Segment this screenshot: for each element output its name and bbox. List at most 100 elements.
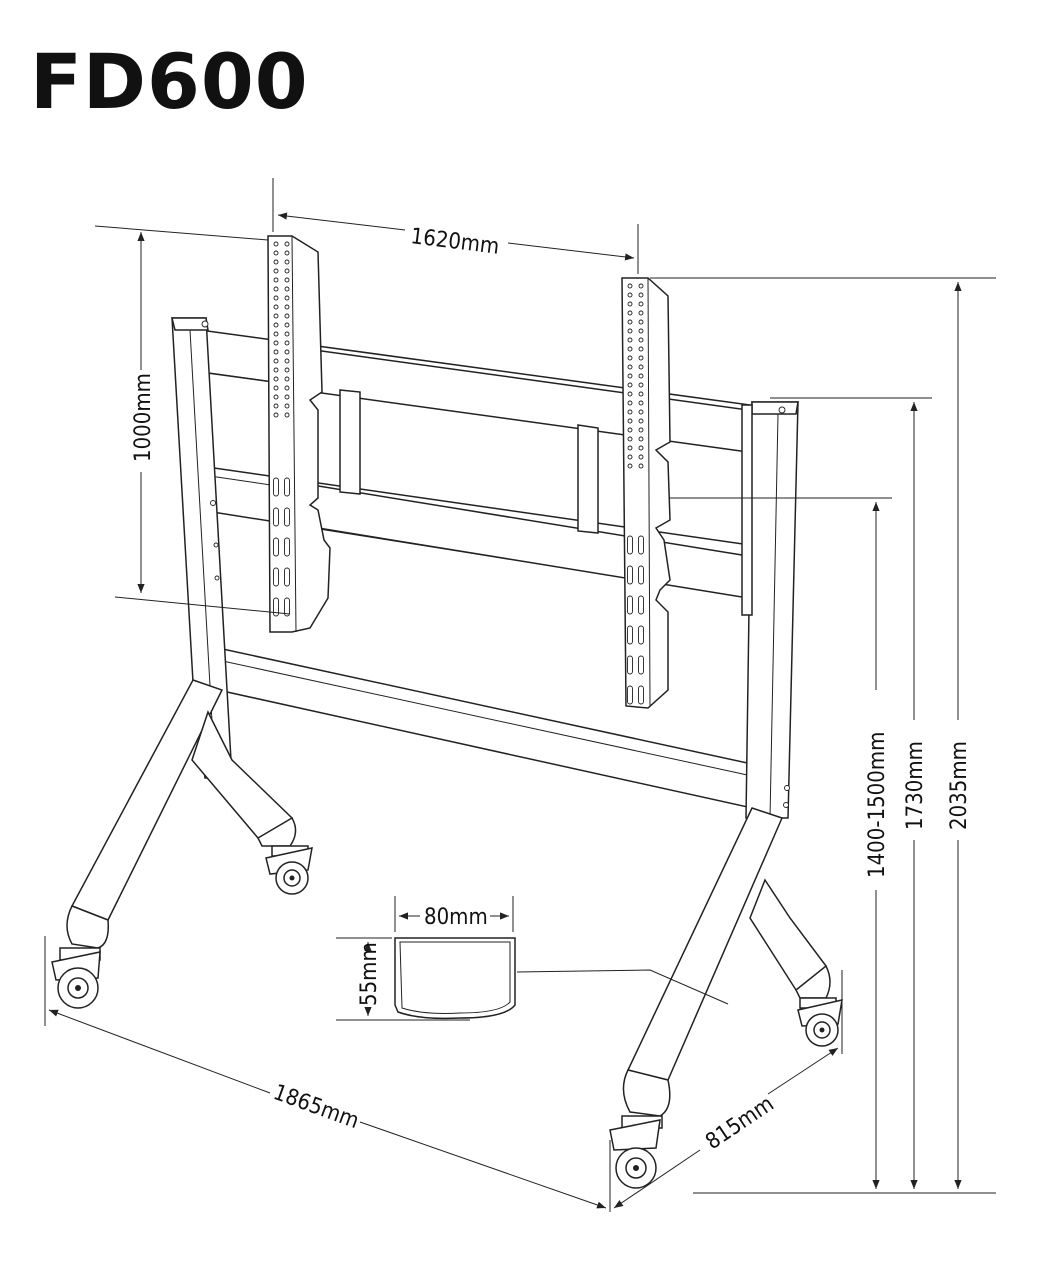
caster-back-left	[265, 845, 313, 895]
caster-back-right	[797, 997, 843, 1047]
bracket-slot	[627, 625, 633, 645]
bracket-hole	[284, 277, 290, 283]
bracket-slot	[284, 507, 290, 527]
bracket-slot	[638, 595, 644, 615]
bracket-slot	[627, 685, 633, 705]
bracket-slot	[638, 625, 644, 645]
bracket-hole	[284, 313, 290, 319]
bracket-hole	[284, 322, 290, 328]
bracket-slot	[627, 535, 633, 555]
bracket-hole	[627, 301, 633, 307]
bracket-hole	[638, 310, 644, 316]
dimension-lines	[44, 178, 996, 1212]
bracket-hole	[638, 418, 644, 424]
bracket-hole	[284, 250, 290, 256]
bracket-hole	[284, 349, 290, 355]
dim-label-mount-width: 1620mm	[409, 224, 500, 260]
dim-label-base-depth: 815mm	[701, 1092, 778, 1155]
caster-front-left	[51, 947, 101, 1009]
bracket-hole	[638, 454, 644, 460]
bracket-hole	[273, 367, 279, 373]
bracket-hole	[284, 268, 290, 274]
bracket-slot	[284, 597, 290, 617]
bracket-hole	[627, 283, 633, 289]
bracket-hole	[273, 412, 279, 418]
bracket-hole	[638, 364, 644, 370]
bracket-slot	[638, 655, 644, 675]
bracket-hole	[284, 376, 290, 382]
dim-label-center-height: 1400-1500mm	[865, 732, 890, 878]
dim-label-tray-width: 80mm	[424, 905, 488, 930]
bracket-hole	[627, 319, 633, 325]
bracket-slot	[627, 655, 633, 675]
bracket-slot	[638, 565, 644, 585]
bracket-hole	[284, 259, 290, 265]
bracket-slot	[273, 597, 279, 617]
bracket-hole	[627, 463, 633, 469]
bracket-slot	[638, 685, 644, 705]
bracket-hole	[273, 403, 279, 409]
bracket-hole	[273, 322, 279, 328]
bracket-hole	[273, 295, 279, 301]
bracket-hole	[273, 241, 279, 247]
bracket-hole	[638, 382, 644, 388]
mount-bracket-left	[267, 235, 331, 633]
bracket-hole	[273, 277, 279, 283]
bracket-hole	[638, 301, 644, 307]
bracket-hole	[284, 304, 290, 310]
bracket-hole	[638, 292, 644, 298]
bracket-hole	[273, 385, 279, 391]
bracket-hole	[638, 427, 644, 433]
bracket-slot	[273, 567, 279, 587]
bracket-hole	[627, 400, 633, 406]
bracket-hole	[273, 358, 279, 364]
dim-label-total-height: 2035mm	[947, 741, 972, 830]
bracket-hole	[638, 400, 644, 406]
bracket-hole	[627, 364, 633, 370]
caster-wheels	[51, 845, 843, 1189]
bracket-slot	[273, 507, 279, 527]
bracket-hole	[284, 358, 290, 364]
bracket-hole	[284, 286, 290, 292]
bracket-slot	[284, 567, 290, 587]
bracket-hole	[273, 394, 279, 400]
bracket-hole	[273, 340, 279, 346]
bracket-hole	[627, 436, 633, 442]
bracket-hole	[638, 319, 644, 325]
bracket-hole	[638, 283, 644, 289]
bracket-slot	[273, 477, 279, 497]
bracket-hole	[627, 382, 633, 388]
bracket-hole	[627, 391, 633, 397]
bracket-hole	[638, 337, 644, 343]
bracket-hole	[627, 454, 633, 460]
bracket-hole	[627, 346, 633, 352]
bracket-hole	[627, 418, 633, 424]
model-title: FD600	[30, 37, 309, 126]
bracket-hole	[273, 331, 279, 337]
bracket-hole	[273, 376, 279, 382]
bracket-slot	[284, 477, 290, 497]
bracket-slot	[284, 537, 290, 557]
bracket-hole	[273, 250, 279, 256]
bracket-hole	[273, 268, 279, 274]
bracket-slot	[273, 537, 279, 557]
tray-profile	[394, 937, 729, 1020]
bracket-hole	[284, 340, 290, 346]
bracket-hole	[638, 373, 644, 379]
bracket-hole	[627, 445, 633, 451]
bracket-hole	[284, 403, 290, 409]
bracket-hole	[627, 355, 633, 361]
bracket-hole	[273, 304, 279, 310]
bracket-hole	[627, 292, 633, 298]
bracket-slot	[627, 565, 633, 585]
dim-label-base-width: 1865mm	[270, 1080, 362, 1134]
bracket-hole	[638, 445, 644, 451]
bracket-hole	[627, 427, 633, 433]
bracket-hole	[273, 313, 279, 319]
bracket-hole	[638, 328, 644, 334]
bracket-hole	[284, 385, 290, 391]
dim-label-upright-height: 1730mm	[903, 741, 928, 830]
bracket-hole	[273, 349, 279, 355]
bracket-hole	[638, 355, 644, 361]
